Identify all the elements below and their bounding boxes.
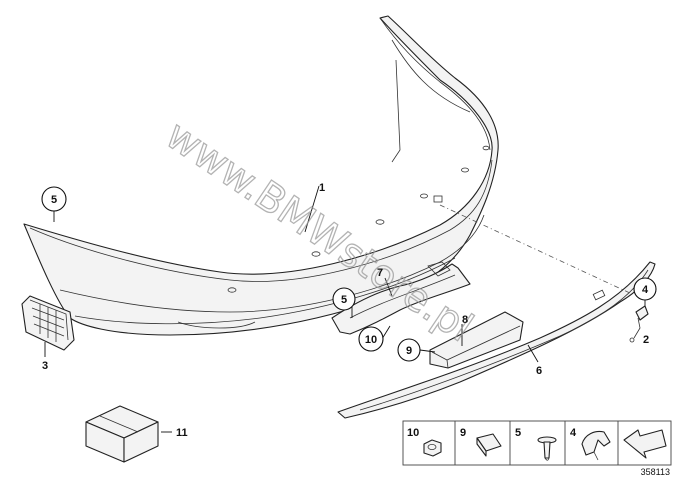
callout-10: 10: [365, 334, 377, 346]
callout-5-bracket: 5: [341, 294, 347, 306]
clip-icon: [476, 433, 502, 457]
leader-lines: [44, 185, 646, 433]
fastener-legend: 10 9 5 4: [402, 420, 672, 466]
callout-5-bumper: 5: [51, 194, 57, 206]
callout-7: 7: [377, 267, 383, 279]
callout-labels: 1 2 3 4 5 5 6 7 8 9 10 11: [42, 182, 649, 439]
bracket: [331, 261, 471, 335]
document-number: 358113: [641, 467, 670, 477]
legend-label-4: 4: [570, 427, 577, 439]
packaging-box: [85, 405, 159, 463]
legend-label-5: 5: [515, 427, 521, 439]
nut-icon: [423, 439, 442, 457]
callout-1: 1: [319, 182, 325, 194]
callout-4: 4: [642, 284, 649, 296]
grille-insert: [21, 295, 75, 351]
expanding-rivet-icon: [537, 436, 557, 461]
bracket-icon: [581, 430, 611, 461]
callout-8: 8: [462, 314, 468, 326]
callout-3: 3: [42, 360, 48, 372]
pad: [429, 311, 524, 369]
callout-6: 6: [536, 365, 542, 377]
legend-label-10: 10: [407, 427, 419, 439]
callout-11: 11: [176, 427, 188, 439]
legend-label-9: 9: [460, 427, 466, 439]
callout-9: 9: [406, 345, 412, 357]
alignment-line: [439, 204, 633, 295]
callout-circles: [41, 186, 657, 362]
callout-2: 2: [643, 334, 649, 346]
bumper-trim-panel: [23, 15, 499, 336]
direction-arrow-icon: [623, 429, 667, 459]
wire-part: [629, 305, 649, 343]
